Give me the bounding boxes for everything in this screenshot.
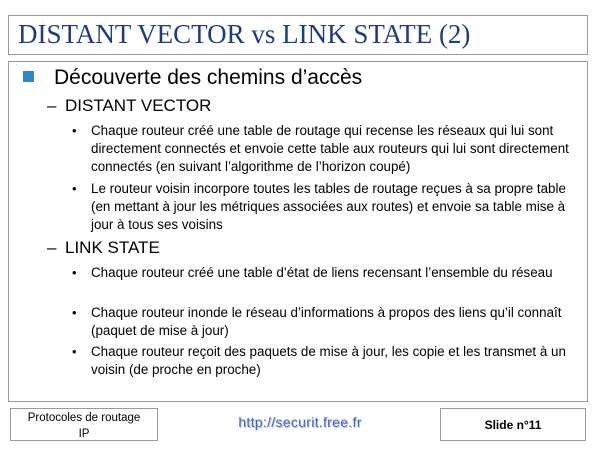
main-bullet: Découverte des chemins d’accès [23,66,362,90]
list-item: • Chaque routeur créé une table de routa… [72,122,577,176]
list-item-text: Chaque routeur reçoit des paquets de mis… [91,344,566,377]
main-bullet-text: Découverte des chemins d’accès [54,66,363,89]
dot-bullet-icon: • [72,123,77,138]
list-item: • Chaque routeur reçoit des paquets de m… [72,343,577,379]
list-item-text: Chaque routeur créé une table d’état de … [91,265,553,280]
section-heading-text: DISTANT VECTOR [65,96,212,115]
title-box: DISTANT VECTOR vs LINK STATE (2) [8,15,588,55]
section-heading-text: LINK STATE [65,238,160,257]
slide-title: DISTANT VECTOR vs LINK STATE (2) [18,19,471,49]
list-item-text: Chaque routeur créé une table de routage… [91,123,569,174]
dot-bullet-icon: • [72,344,77,359]
footer-slide-number-box: Slide n°11 [440,408,586,441]
list-item: • Chaque routeur créé une table d’état d… [72,264,577,282]
content-box: Découverte des chemins d’accès –DISTANT … [8,61,588,402]
dot-bullet-icon: • [72,305,77,320]
list-item: • Chaque routeur inonde le réseau d’info… [72,304,577,340]
footer-course-line1: Protocoles de routage [27,412,141,424]
list-item-text: Chaque routeur inonde le réseau d’inform… [91,305,562,338]
list-item-text: Le routeur voisin incorpore toutes les t… [91,181,566,232]
dash-bullet-icon: – [47,238,57,257]
footer-course-line2: IP [78,428,90,440]
dot-bullet-icon: • [72,181,77,196]
dot-bullet-icon: • [72,265,77,280]
list-item: • Le routeur voisin incorpore toutes les… [72,180,577,234]
dash-bullet-icon: – [47,96,57,115]
square-bullet-icon [23,71,34,82]
footer-url: http://securit.free.fr [238,414,362,430]
section-heading-link-state: –LINK STATE [47,238,160,258]
footer-slide-number: Slide n°11 [484,418,542,432]
section-heading-distant-vector: –DISTANT VECTOR [47,96,211,116]
footer-course-title: Protocoles de routage IP [10,408,158,441]
